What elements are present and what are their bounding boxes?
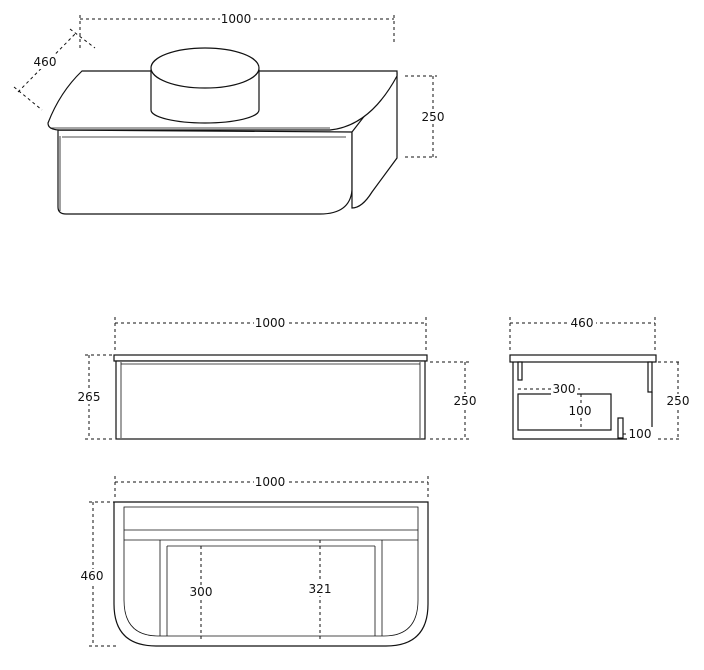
side-back-rail bbox=[517, 361, 523, 381]
front-cabinet-body bbox=[115, 360, 426, 440]
top-view: 1000 460 300 321 bbox=[79, 475, 429, 647]
top-inner-left-label-bg bbox=[188, 585, 214, 599]
iso-cabinet-front bbox=[57, 129, 353, 215]
front-body-height-label-bg bbox=[453, 394, 477, 408]
side-front-rail bbox=[647, 361, 653, 393]
front-width-label-bg bbox=[254, 316, 286, 330]
front-body-height-label: 250 bbox=[454, 394, 477, 408]
iso-depth-extension-back bbox=[69, 28, 96, 49]
side-drawer-front bbox=[617, 417, 624, 439]
front-width-label: 1000 bbox=[255, 316, 286, 330]
top-inner-outline bbox=[123, 506, 419, 637]
side-drawer-depth-label-bg bbox=[551, 382, 577, 396]
top-width-label-bg bbox=[254, 475, 286, 489]
side-plinth-label: 100 bbox=[629, 427, 652, 441]
front-countertop bbox=[113, 354, 428, 362]
front-view: 1000 265 250 bbox=[76, 316, 477, 440]
iso-width-label: 1000 bbox=[221, 12, 252, 26]
side-drawer-height-label: 100 bbox=[569, 404, 592, 418]
side-cabinet-outline bbox=[512, 362, 653, 440]
iso-depth-label-bg bbox=[32, 55, 56, 69]
iso-depth-label: 460 bbox=[34, 55, 57, 69]
side-depth-label: 460 bbox=[571, 316, 594, 330]
isometric-view: 1000 460 250 bbox=[13, 12, 445, 215]
side-height-label-bg bbox=[668, 394, 690, 408]
iso-cabinet-side bbox=[351, 72, 398, 209]
side-depth-label-bg bbox=[568, 316, 596, 330]
front-total-height-label: 265 bbox=[78, 390, 101, 404]
side-countertop bbox=[509, 354, 657, 363]
top-width-label: 1000 bbox=[255, 475, 286, 489]
iso-depth-dimension-line bbox=[17, 32, 77, 93]
iso-height-label-bg bbox=[422, 110, 444, 124]
side-plinth-label-bg bbox=[627, 427, 653, 441]
top-depth-label-bg bbox=[79, 569, 105, 583]
top-inner-left-label: 300 bbox=[190, 585, 213, 599]
iso-width-label-bg bbox=[220, 12, 252, 26]
top-inner-right-label-bg bbox=[307, 582, 333, 596]
side-view: 460 250 300 100 100 bbox=[509, 316, 690, 441]
side-height-label: 250 bbox=[667, 394, 690, 408]
side-drawer bbox=[517, 393, 612, 431]
top-depth-label: 460 bbox=[81, 569, 104, 583]
top-outer-outline bbox=[113, 501, 429, 647]
side-drawer-depth-label: 300 bbox=[553, 382, 576, 396]
front-total-height-label-bg bbox=[76, 390, 102, 404]
iso-depth-extension-front bbox=[13, 86, 43, 111]
iso-height-label: 250 bbox=[422, 110, 445, 124]
iso-basin-rim bbox=[150, 47, 260, 89]
top-inner-right-label: 321 bbox=[309, 582, 332, 596]
side-drawer-height-label-bg bbox=[567, 404, 593, 418]
